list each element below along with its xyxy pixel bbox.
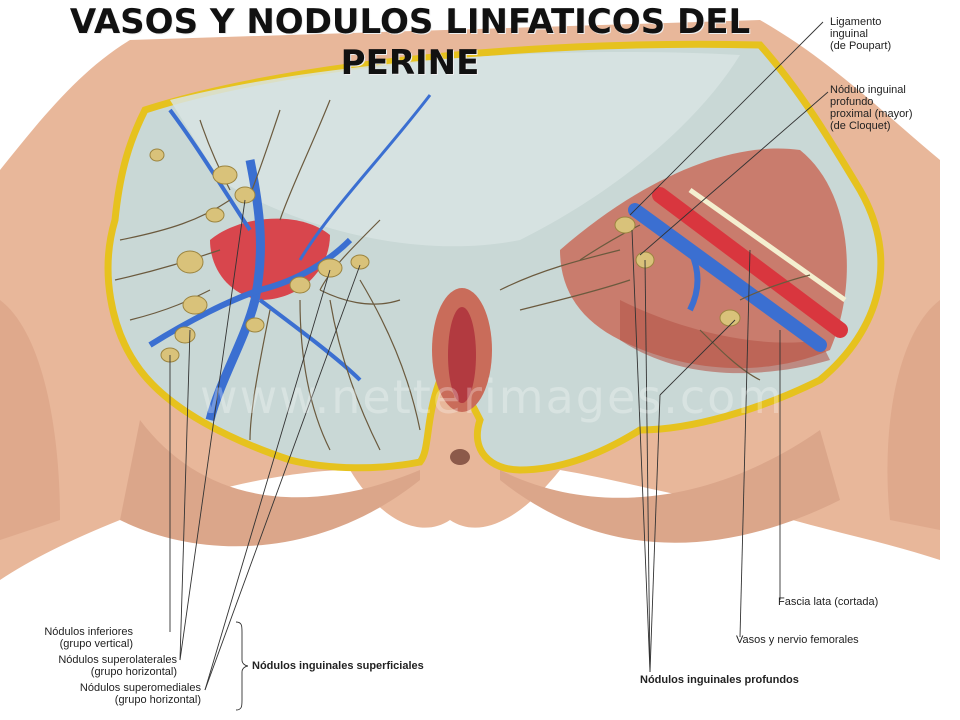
vein-left-main (205, 159, 265, 422)
gluteal-left (120, 420, 420, 547)
femoral-nerve-right (688, 187, 847, 303)
lymphatic-vessels (114, 99, 811, 451)
leader-lines (169, 21, 829, 711)
label-poupart: Ligamento inguinal (de Poupart) (830, 16, 892, 53)
anus (450, 449, 470, 465)
label-superolaterales: Nódulos superolaterales (grupo horizonta… (58, 654, 177, 679)
skin-shadow-right (887, 300, 940, 530)
vulva-inner (448, 307, 476, 403)
lymph-nodes (149, 148, 741, 363)
vein-right-branch (687, 248, 701, 312)
thigh-muscle-right-2 (620, 300, 830, 374)
label-fascia-lata: Fascia lata (cortada) (778, 596, 879, 608)
label-superficial-group: Nódulos inguinales superficiales (252, 660, 424, 672)
vein-left-branch-4 (258, 298, 362, 382)
gluteal-right (500, 430, 840, 543)
label-deep-group: Nódulos inguinales profundos (640, 674, 799, 686)
abdominal-fascia (170, 52, 740, 247)
vein-left-branch-3 (298, 94, 432, 261)
label-superomediales: Nódulos superomediales (grupo horizontal… (79, 682, 201, 707)
label-inferiores: Nódulos inferiores (grupo vertical) (44, 626, 133, 651)
label-femoral-vessels: Vasos y nervio femorales (736, 634, 859, 646)
skin-shadow-left (0, 300, 60, 540)
page-title: VASOS Y NODULOS LINFATICOS DEL PERINE (69, 2, 751, 83)
watermark: www.netterimages.com (200, 370, 785, 424)
label-cloquet: Nódulo inguinal profundo proximal (mayor… (830, 84, 913, 133)
